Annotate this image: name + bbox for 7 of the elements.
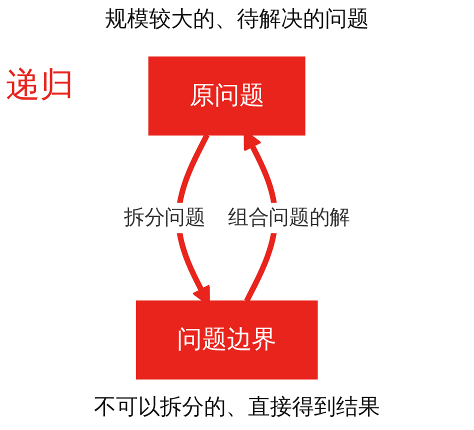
edge-label: 组合问题的解	[228, 206, 350, 230]
caption-text: 不可以拆分的、直接得到结果	[94, 394, 380, 422]
caption-text: 规模较大的、待解决的问题	[105, 6, 369, 34]
edge-label: 拆分问题	[124, 206, 206, 230]
heading-text: 递归	[6, 65, 74, 105]
node-box: 问题边界	[136, 300, 318, 380]
node-box: 原问题	[148, 56, 306, 136]
